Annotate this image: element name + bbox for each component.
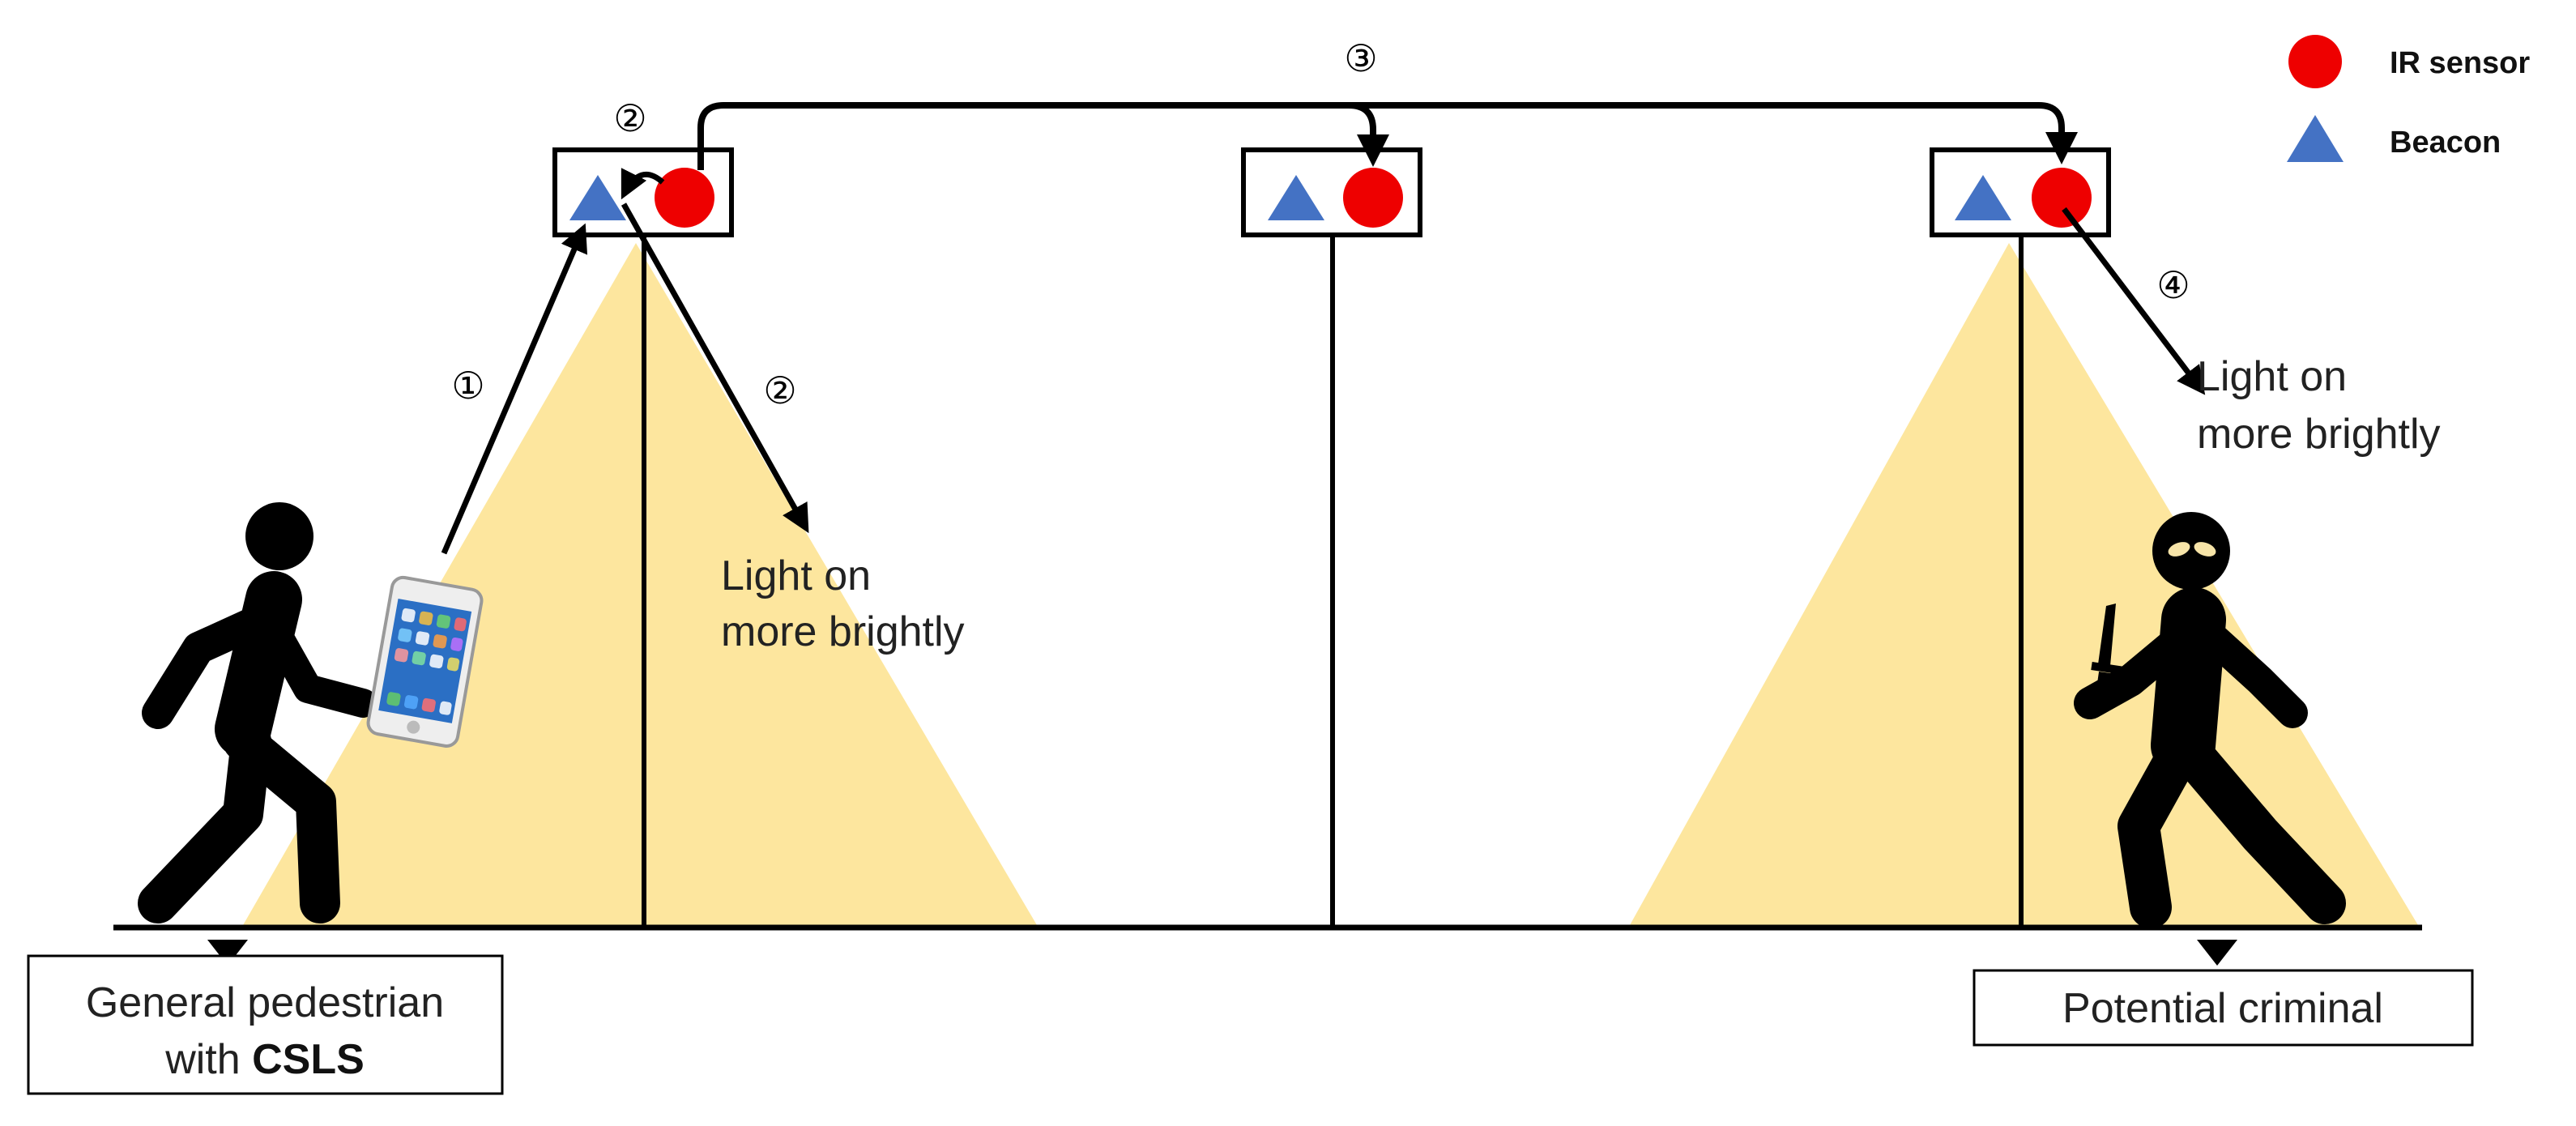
pedestrian-label-csls: CSLS	[252, 1036, 365, 1083]
pedestrian-label-box	[27, 954, 504, 1095]
masked-person-with-knife-icon	[2074, 512, 2346, 928]
beacon-triangle-icon	[1955, 175, 2011, 220]
arrow-step1-phone-to-beacon	[441, 223, 588, 555]
pedestrian-label-line2: with CSLS	[164, 1036, 365, 1083]
light-right-line1: Light on	[2197, 353, 2347, 400]
light-cone-right	[1630, 243, 2418, 925]
ir-sensor-circle-icon	[2032, 168, 2092, 228]
step-1-number: ①	[451, 364, 484, 407]
legend-beacon-label: Beacon	[2390, 126, 2501, 160]
light-left-line2: more brightly	[721, 608, 965, 655]
ground-marker-right	[2197, 940, 2237, 966]
arrow-step2-light	[621, 203, 809, 534]
step-3-number: ③	[1344, 36, 1377, 80]
light-cone-left	[243, 243, 1037, 925]
connector-step3-middle	[1348, 102, 1389, 167]
pedestrian-label-line1: General pedestrian	[86, 979, 444, 1026]
step-4-number: ④	[2156, 263, 2190, 307]
legend-beacon-icon	[2287, 115, 2344, 162]
legend-ir-sensor-label: IR sensor	[2390, 46, 2530, 80]
ir-sensor-circle-icon	[1343, 168, 1403, 228]
light-left-line1: Light on	[721, 552, 871, 599]
beacon-triangle-icon	[1268, 175, 1324, 220]
light-right-line2: more brightly	[2197, 411, 2441, 458]
criminal-label: Potential criminal	[2062, 985, 2383, 1032]
smartphone-icon	[366, 575, 484, 748]
step-2-top-number: ②	[613, 96, 646, 140]
pedestrian-label-with: with	[164, 1036, 252, 1083]
criminal-label-box	[1973, 969, 2474, 1047]
beacon-triangle-icon	[569, 175, 626, 220]
arrow-sensor-to-beacon	[621, 168, 665, 200]
arrow-step4-light	[2062, 207, 2206, 395]
ground-marker-left	[207, 940, 248, 966]
step-2-right-number: ②	[763, 369, 796, 412]
ir-sensor-circle-icon	[655, 168, 714, 228]
legend-ir-sensor-icon	[2288, 35, 2342, 88]
walking-person-icon	[138, 502, 377, 923]
connector-step3	[697, 102, 2078, 170]
